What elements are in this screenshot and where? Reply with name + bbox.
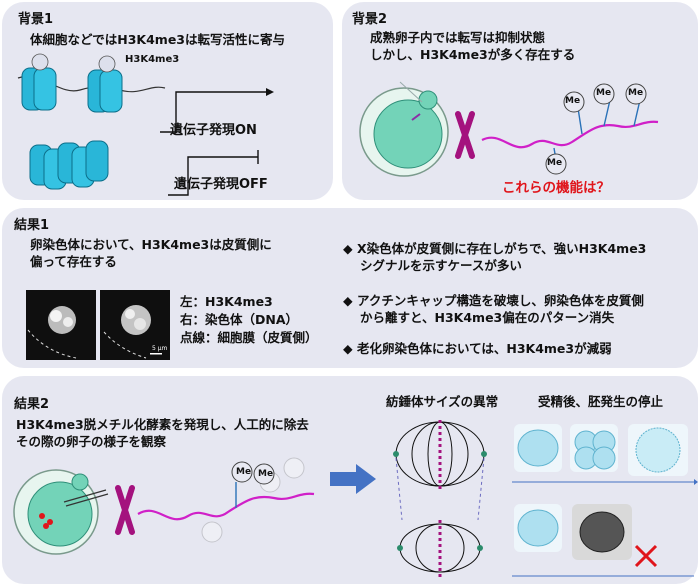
bullet-text: アクチンキャップ構造を破壊し、卵染色体を皮質側	[356, 293, 644, 308]
spindle-diagram	[393, 420, 487, 580]
chromatin-strand	[481, 120, 659, 149]
bullet-text: 老化卵染色体においては、H3K4me3が減弱	[356, 341, 612, 356]
function-question: これらの機能は？	[502, 180, 610, 196]
development-arrest-label: 受精後、胚発生の停止	[538, 394, 664, 409]
me-cluster	[231, 461, 275, 485]
oocyte-chromatin-diagram	[359, 81, 659, 177]
normal-development	[512, 424, 698, 485]
me-label: Me	[628, 88, 644, 98]
spindle-abnormality-label: 紡錘体サイズの異常	[386, 394, 499, 409]
chromosome-icon	[455, 111, 475, 159]
flow-arrow	[330, 464, 376, 494]
oocyte-inner	[373, 99, 443, 169]
expression-off-label: 遺伝子発現OFF	[174, 177, 268, 192]
me-label: Me	[547, 158, 563, 168]
arrested-development	[512, 504, 694, 577]
me-label: Me	[596, 88, 612, 98]
me-cluster	[545, 83, 647, 175]
me-label: Me	[258, 469, 274, 479]
me-label: Me	[236, 467, 252, 477]
small-spindle	[397, 520, 483, 580]
polar-body	[418, 90, 438, 110]
result2-title: 結果2	[14, 397, 50, 412]
result1-title: 結果1	[14, 218, 50, 233]
arrest-cross-icon	[634, 544, 658, 568]
expression-on-label: 遺伝子発現ON	[170, 123, 257, 138]
me-label: Me	[565, 96, 581, 106]
result1-desc-line2: 偏って存在する	[30, 254, 117, 269]
injection-needle	[63, 489, 107, 503]
legend-right: 右：染色体（DNA）	[180, 312, 299, 327]
result1-bullet-3: ◆ 老化卵染色体においては、H3K4me3が減弱	[343, 340, 612, 357]
background1-title: 背景1	[18, 12, 54, 27]
bullet-diamond-icon: ◆	[343, 293, 353, 308]
transcription-on-arrow	[160, 91, 266, 133]
result1-bullet-1-cont: シグナルを示すケースが多い	[360, 258, 522, 273]
background2-text-line2: しかし、H3K4me3が多く存在する	[370, 47, 576, 62]
micrograph-h3k4me3	[26, 290, 96, 360]
large-spindle	[393, 420, 487, 490]
result1-desc-line1: 卵染色体において、H3K4me3は皮質側に	[30, 237, 272, 252]
chromatin-strand	[137, 492, 315, 521]
background2-text-line1: 成熟卵子内では転写は抑制状態	[370, 30, 546, 45]
scale-bar-label: 5 μm	[152, 345, 168, 352]
transcription-off-symbol	[168, 150, 259, 196]
result1-bullet-2-cont: から離すと、H3K4me3偏在のパターン消失	[360, 310, 615, 325]
demethylase-oocyte-diagram	[13, 457, 315, 555]
result2-desc-line2: その際の卵子の様子を観察	[16, 434, 167, 449]
nucleosome-2	[87, 69, 123, 113]
me-tag-small	[31, 53, 49, 71]
micrograph-dna: 5 μm	[100, 290, 170, 360]
active-chromatin-diagram	[17, 53, 274, 133]
repressed-chromatin-diagram	[29, 140, 259, 196]
bullet-diamond-icon: ◆	[343, 341, 353, 356]
faded-me-cluster	[201, 457, 305, 543]
result1-bullet-1: ◆ X染色体が皮質側に存在しがちで、強いH3K4me3	[343, 240, 646, 257]
background1-text: 体細胞などではH3K4me3は転写活性に寄与	[30, 32, 285, 47]
result1-bullet-2: ◆ アクチンキャップ構造を破壊し、卵染色体を皮質側	[343, 292, 644, 309]
polar-body	[71, 473, 89, 491]
legend-left: 左：H3K4me3	[180, 294, 273, 309]
embryo-development-diagram	[512, 424, 698, 577]
background2-title: 背景2	[352, 12, 388, 27]
legend-dotted: 点線：細胞膜（皮質側）	[180, 330, 318, 345]
me-tag-small	[98, 55, 116, 73]
compact-nucleosomes	[29, 140, 109, 190]
bullet-diamond-icon: ◆	[343, 241, 353, 256]
h3k4me3-mark-label: H3K4me3	[125, 54, 180, 65]
nucleosome-1	[21, 67, 57, 111]
oocyte-inner	[27, 481, 93, 547]
bullet-text: X染色体が皮質側に存在しがちで、強いH3K4me3	[356, 241, 647, 256]
result2-desc-line1: H3K4me3脱メチル化酵素を発現し、人工的に除去	[16, 417, 309, 432]
chromosome-icon	[115, 485, 135, 535]
